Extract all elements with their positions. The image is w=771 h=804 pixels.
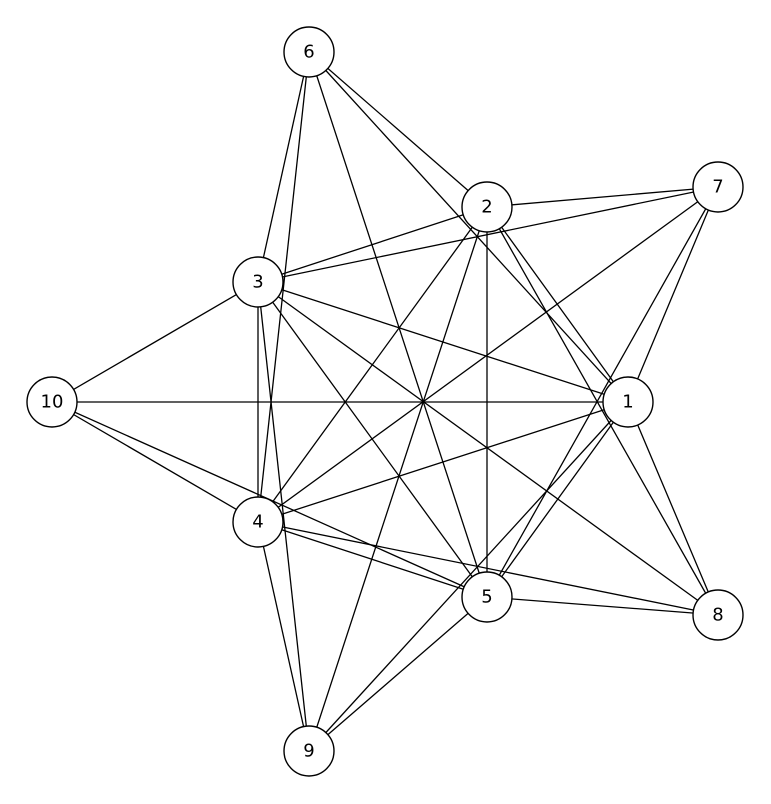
edge-2-6 xyxy=(308,51,488,208)
node-label: 5 xyxy=(481,587,492,608)
node-7: 7 xyxy=(692,161,744,213)
nodes-layer: 1 2 3 4 5 6 7 8 9 10 xyxy=(26,26,744,777)
edge-5-9 xyxy=(308,596,488,752)
node-circle xyxy=(461,571,513,623)
node-5: 5 xyxy=(461,571,513,623)
node-circle xyxy=(283,725,335,777)
node-9: 9 xyxy=(283,725,335,777)
edge-1-7 xyxy=(627,186,719,403)
edge-4-7 xyxy=(257,186,719,523)
node-circle xyxy=(692,161,744,213)
edge-4-8 xyxy=(257,521,719,616)
node-4: 4 xyxy=(232,496,284,548)
edge-4-10 xyxy=(51,401,259,523)
node-label: 3 xyxy=(252,272,263,293)
edge-5-8 xyxy=(486,596,719,616)
edge-5-7 xyxy=(486,186,719,598)
edge-1-6 xyxy=(308,51,629,403)
node-label: 2 xyxy=(481,197,492,218)
node-10: 10 xyxy=(26,376,78,428)
edge-5-6 xyxy=(308,51,488,598)
node-label: 7 xyxy=(712,177,723,198)
node-label: 10 xyxy=(41,392,64,413)
node-label: 8 xyxy=(712,605,723,626)
edge-4-5 xyxy=(257,521,488,598)
edge-1-9 xyxy=(308,401,629,752)
edge-2-8 xyxy=(486,206,719,616)
edge-2-7 xyxy=(486,186,719,208)
node-circle xyxy=(232,496,284,548)
node-label: 9 xyxy=(303,741,314,762)
edge-4-6 xyxy=(257,51,310,523)
node-circle xyxy=(602,376,654,428)
node-circle xyxy=(283,26,335,78)
edge-3-5 xyxy=(257,281,488,598)
node-2: 2 xyxy=(461,181,513,233)
node-label: 1 xyxy=(622,392,633,413)
edge-3-9 xyxy=(257,281,310,752)
node-label: 4 xyxy=(252,512,263,533)
node-1: 1 xyxy=(602,376,654,428)
edge-1-8 xyxy=(627,401,719,616)
node-circle xyxy=(232,256,284,308)
node-3: 3 xyxy=(232,256,284,308)
node-8: 8 xyxy=(692,589,744,641)
edge-3-6 xyxy=(257,51,310,283)
edge-4-9 xyxy=(257,521,310,752)
node-label: 6 xyxy=(303,42,314,63)
edge-2-9 xyxy=(308,206,488,752)
node-circle xyxy=(692,589,744,641)
node-circle xyxy=(26,376,78,428)
edge-3-10 xyxy=(51,281,259,403)
edge-3-8 xyxy=(257,281,719,616)
edges-layer xyxy=(51,51,719,752)
edge-3-7 xyxy=(257,186,719,283)
node-6: 6 xyxy=(283,26,335,78)
node-circle xyxy=(461,181,513,233)
